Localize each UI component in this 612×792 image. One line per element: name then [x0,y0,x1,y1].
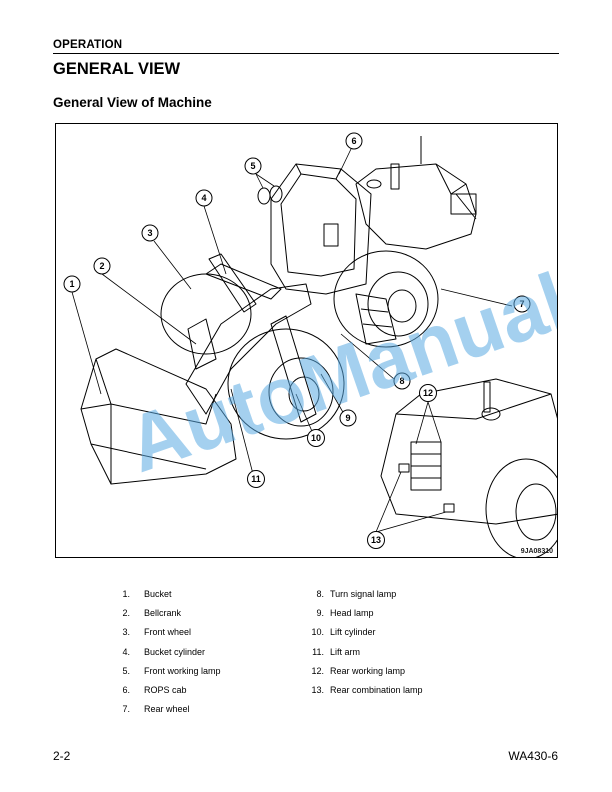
legend-item: 6.ROPS cab [122,685,187,696]
bucket-shape [80,348,237,485]
callout-3: 3 [141,224,159,242]
svg-text:8: 8 [399,376,404,386]
legend-item: 5.Front working lamp [122,665,221,676]
svg-text:4: 4 [201,193,206,203]
svg-text:12: 12 [423,388,433,398]
callout-13: 13 [367,531,385,549]
legend-left: 1.Bucket 2.Bellcrank 3.Front wheel 4.Buc… [112,585,221,719]
callout-9: 9 [339,409,357,427]
legend-item: 12.Rear working lamp [311,665,406,676]
legend-item: 8.Turn signal lamp [316,589,397,599]
callout-6: 6 [345,132,363,150]
section-label: OPERATION [53,39,123,51]
svg-text:6: 6 [351,136,356,146]
legend-item: 4.Bucket cylinder [122,646,206,657]
callout-12: 12 [419,384,437,402]
page-title: GENERAL VIEW [53,60,181,78]
rear-view-shape [380,378,557,525]
legend-item: 13.Rear combination lamp [311,685,423,696]
figure-id: 9JA08310 [520,548,553,555]
bellcrank-shape [187,318,217,370]
legend-item: 10.Lift cylinder [311,627,376,638]
header-rule [53,53,559,55]
legend-item: 11.Lift arm [312,646,361,657]
rops-cab-shape [270,163,372,295]
model-number: WA430-6 [508,749,558,763]
wheel-loader-drawing: 1 2 3 4 5 6 7 8 9 10 11 12 13 [63,132,557,557]
svg-text:11: 11 [251,474,261,484]
svg-text:1: 1 [69,279,74,289]
callout-2: 2 [93,257,111,275]
callout-8: 8 [393,372,411,390]
callout-1: 1 [63,275,81,293]
legend-item: 9.Head lamp [316,608,374,619]
figure-subtitle: General View of Machine [53,95,212,110]
svg-text:2: 2 [99,261,104,271]
callout-11: 11 [247,470,265,488]
svg-text:9: 9 [345,413,350,423]
legend-item: 3.Front wheel [122,627,192,638]
rear-wheel-shape [333,250,439,348]
legend-item: 7.Rear wheel [122,704,190,715]
callout-7: 7 [513,295,531,313]
lift-cylinder-shape [270,315,317,423]
svg-text:13: 13 [371,535,381,545]
bucket-cylinder-shape [208,253,257,313]
callout-10: 10 [307,429,325,447]
svg-text:3: 3 [147,228,152,238]
front-wheel-shape [227,328,345,440]
legend-right: 8.Turn signal lamp 9.Head lamp 10.Lift c… [294,585,423,700]
callout-5: 5 [244,157,262,175]
legend-item: 1.Bucket [122,589,172,599]
svg-text:7: 7 [519,299,524,309]
machine-illustration: 1 2 3 4 5 6 7 8 9 10 11 12 13 AutoManual… [55,123,558,558]
svg-text:5: 5 [250,161,255,171]
svg-text:10: 10 [311,433,321,443]
callout-4: 4 [195,189,213,207]
legend-item: 2.Bellcrank [122,608,182,619]
page-number: 2-2 [53,749,71,763]
